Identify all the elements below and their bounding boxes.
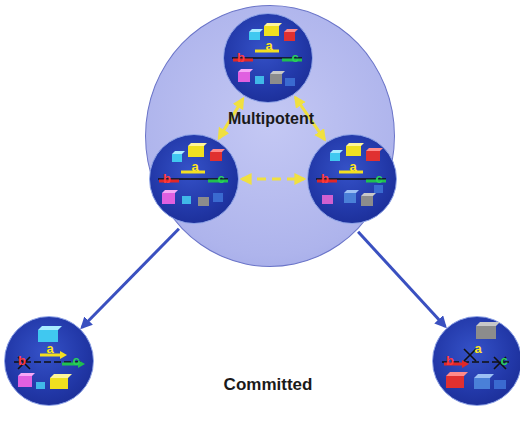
gene-label: b xyxy=(18,354,26,367)
committed-cell: a b c xyxy=(432,316,520,406)
gene-label: c xyxy=(500,354,507,367)
gene-label: b xyxy=(321,172,329,185)
committed-cell: a b c xyxy=(4,316,94,406)
gene-label: b xyxy=(163,172,171,185)
cell-circle: a b c xyxy=(149,134,239,224)
gene-label: c xyxy=(291,51,298,64)
gene-label: b xyxy=(237,51,245,64)
gene-label: c xyxy=(72,354,79,367)
cell-circle: a b c xyxy=(223,13,313,103)
gene-label: b xyxy=(446,354,454,367)
transition-arrow xyxy=(82,229,179,328)
gene-label: a xyxy=(265,39,272,52)
transition-arrow xyxy=(358,232,445,327)
stage-label: Committed xyxy=(224,375,313,395)
gene-label: a xyxy=(474,342,481,355)
gene-label: a xyxy=(46,342,53,355)
gene-label: a xyxy=(349,160,356,173)
gene-label: c xyxy=(217,172,224,185)
gene-label: a xyxy=(191,160,198,173)
stage-label: Multipotent xyxy=(228,111,314,127)
gene-label: c xyxy=(375,172,382,185)
cell-circle: a b c xyxy=(307,134,397,224)
multipotent-circle: Multipotent a b c a b c a b c xyxy=(145,5,395,267)
